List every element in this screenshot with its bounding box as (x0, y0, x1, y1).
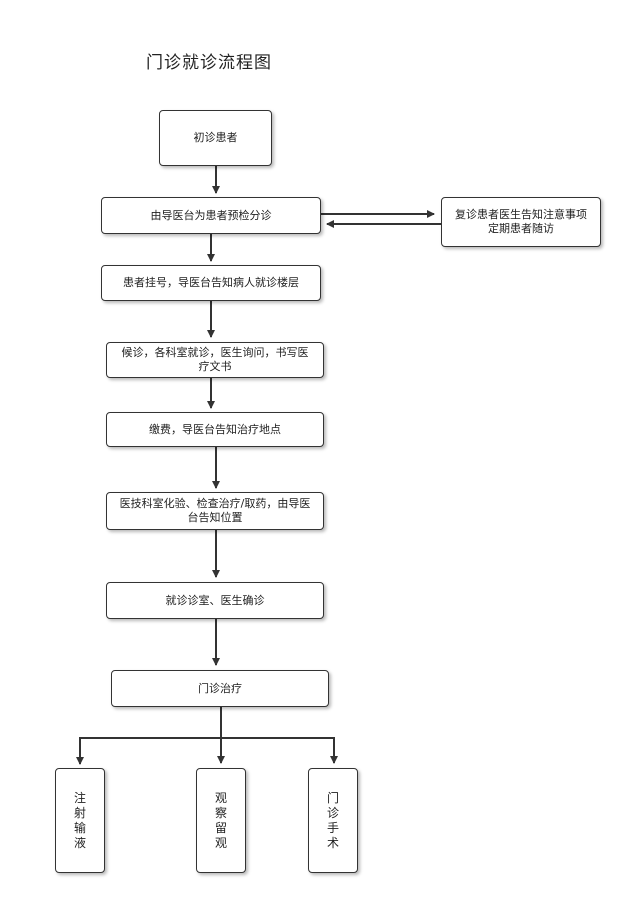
node-observation: 观察留观 (196, 768, 246, 873)
node-treatment: 门诊治疗 (111, 670, 329, 707)
node-injection: 注射输液 (55, 768, 105, 873)
node-injection-label: 注射输液 (73, 790, 86, 850)
node-first-visit: 初诊患者 (159, 110, 272, 166)
node-observation-label: 观察留观 (214, 790, 227, 850)
node-tests: 医技科室化验、检查治疗/取药，由导医台告知位置 (106, 492, 324, 530)
node-follow-up: 复诊患者医生告知注意事项定期患者随访 (441, 197, 601, 247)
node-pre-check: 由导医台为患者预检分诊 (101, 197, 321, 234)
node-surgery-label: 门诊手术 (326, 790, 339, 850)
node-payment: 缴费，导医台告知治疗地点 (106, 412, 324, 447)
node-consult: 候诊，各科室就诊，医生询问，书写医疗文书 (106, 342, 324, 378)
diagram-title: 门诊就诊流程图 (146, 53, 272, 73)
node-surgery: 门诊手术 (308, 768, 358, 873)
node-diagnosis: 就诊诊室、医生确诊 (106, 582, 324, 619)
node-register: 患者挂号，导医台告知病人就诊楼层 (101, 265, 321, 301)
